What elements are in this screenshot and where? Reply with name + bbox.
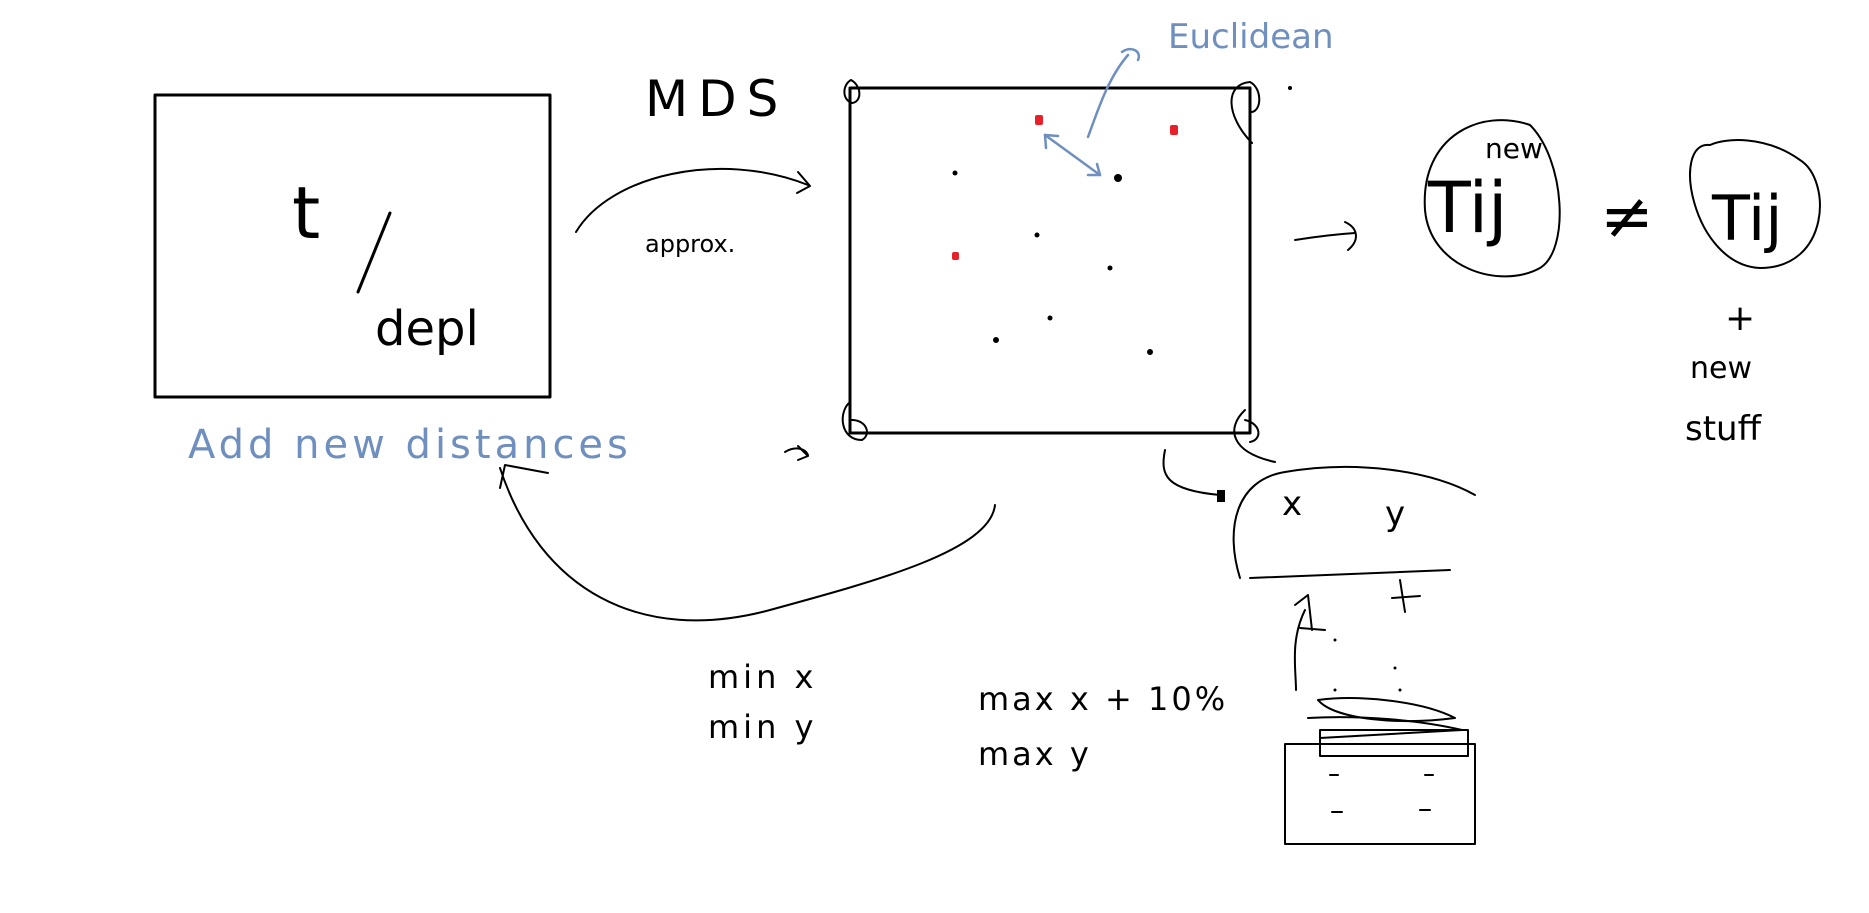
tij-new-label: Tij [1427,167,1508,249]
tij-new-superscript: new [1485,132,1543,165]
feedback-arrow [499,467,996,622]
euclidean-arrow-head-left [1043,133,1060,150]
min-x-label: min x [708,658,817,696]
connector-end-marker [1217,490,1225,502]
red-point [952,252,959,260]
t-depl-depl-label: depl [375,301,479,357]
stacked-base-box [1284,743,1476,845]
plus-sign: + [1725,298,1755,339]
black-point [1114,174,1122,182]
max-x-label: max x + 10% [978,680,1228,718]
mds-arrow [575,167,809,233]
mds-arrow-head [796,171,811,194]
corner-marker-bottom-right [1233,409,1276,463]
t-depl-t-label: t [292,171,320,255]
black-point [1107,265,1113,271]
euclidean-label: Euclidean [1168,17,1334,57]
black-point [993,337,999,343]
mds-plot [841,47,1292,463]
stroke-plus [1391,579,1421,613]
xy-connector [1162,449,1221,496]
sketch-dot [1393,666,1397,670]
xy-outline [1232,465,1476,579]
min-y-label: min y [708,708,817,746]
sketch-dot [1333,638,1337,642]
approx-label: approx. [645,230,735,258]
mds-label: MDS [645,70,788,128]
t-depl-slash [356,211,392,294]
red-point [1170,125,1178,135]
euclidean-distance-arrow [1043,133,1102,177]
black-point [1034,232,1040,238]
stacked-layer-top [1317,697,1456,722]
t-depl-box: t depl [153,93,552,399]
not-equal-sign: ≠ [1600,180,1654,254]
euclidean-pointer [1086,53,1130,139]
black-point [1047,315,1053,321]
black-point [1288,86,1292,90]
new-stuff-stuff: stuff [1685,409,1763,449]
red-point [1035,115,1043,125]
tij-label: Tij [1711,182,1782,255]
corner-marker-bottom-left [841,401,868,441]
tij-new-circle [1423,119,1561,278]
black-point [952,170,958,176]
tij-arrow-head [1344,221,1357,251]
max-y-label: max y [978,735,1092,773]
euclidean-pointer-tip [1120,47,1141,62]
xy-y-label: y [1385,494,1405,534]
stroke-left-line [1293,609,1306,691]
xy-sketch: x y [1162,449,1476,845]
sketch-dot [1398,688,1402,692]
corner-marker-top-left [843,79,861,104]
euclidean-arrow-head-right [1086,162,1102,177]
stroke-one [1294,594,1326,631]
add-new-distances-label: Add new distances [188,422,632,468]
feedback-arrow-head [499,464,549,489]
corner-marker-top-right [1230,81,1261,144]
small-arrow-icon [784,445,809,461]
t-depl-box-frame [153,93,552,399]
black-point [1147,349,1153,355]
xy-x-label: x [1282,484,1302,524]
mds-plot-frame [848,86,1252,435]
tij-arrow [1294,232,1356,241]
xy-divider [1249,569,1451,579]
sketch-dot [1333,688,1337,692]
tij-circle [1689,139,1821,269]
new-stuff-new: new [1690,351,1752,386]
stacked-layer-middle [1307,716,1463,739]
